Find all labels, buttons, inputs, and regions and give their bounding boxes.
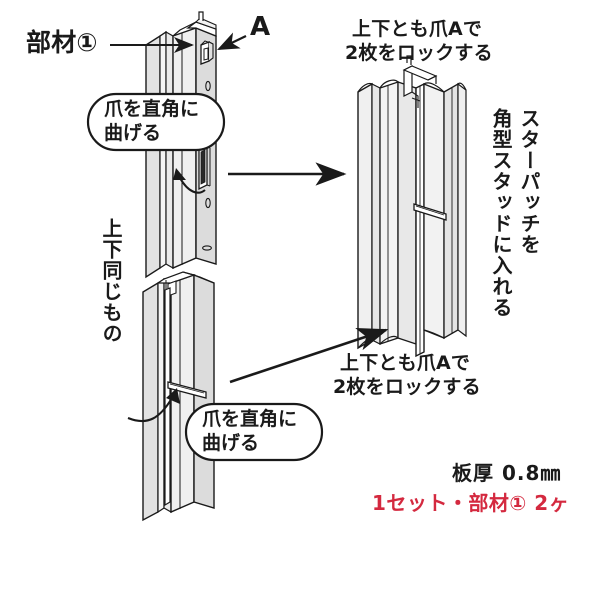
callout-bubble-upper-line1: 爪を直角に bbox=[104, 98, 200, 120]
assembled-view-upper bbox=[357, 55, 467, 358]
set-quantity-spec: 1セット・部材① 2ヶ bbox=[372, 491, 570, 515]
lock-note-lower-line2: 2枚をロックする bbox=[333, 376, 481, 398]
callout-bubble-lower-shape bbox=[184, 402, 324, 462]
lock-note-upper-line1: 上下とも爪Aで bbox=[352, 18, 483, 40]
lock-note-lower-line1: 上下とも爪Aで bbox=[340, 352, 471, 374]
callout-bubble-lower-line1: 爪を直角に bbox=[202, 408, 298, 430]
claw-a-marker-label: A bbox=[250, 12, 271, 42]
insert-note-column-left: 角型スタッドに入れる bbox=[489, 108, 513, 318]
bent-claw-lower bbox=[167, 381, 207, 399]
thickness-spec: 板厚 0.8㎜ bbox=[452, 461, 562, 485]
insert-note-column-right: スターパッチを bbox=[517, 108, 541, 255]
flat-claw-upper bbox=[198, 144, 211, 191]
process-arrow-lower bbox=[229, 327, 389, 384]
claw-a-leader-line bbox=[217, 32, 247, 50]
same-top-bottom-note: 上下同じもの bbox=[99, 218, 123, 344]
part-callout-label: 部材① bbox=[26, 28, 98, 57]
lock-note-upper-line2: 2枚をロックする bbox=[345, 42, 493, 64]
callout-bubble-upper-line2: 曲げる bbox=[104, 122, 162, 144]
lower-left-part bbox=[127, 271, 215, 522]
callout-bubble-upper-shape bbox=[86, 92, 226, 152]
claw-a-upper bbox=[200, 40, 214, 65]
callout-bubble-lower-line2: 曲げる bbox=[202, 432, 260, 454]
